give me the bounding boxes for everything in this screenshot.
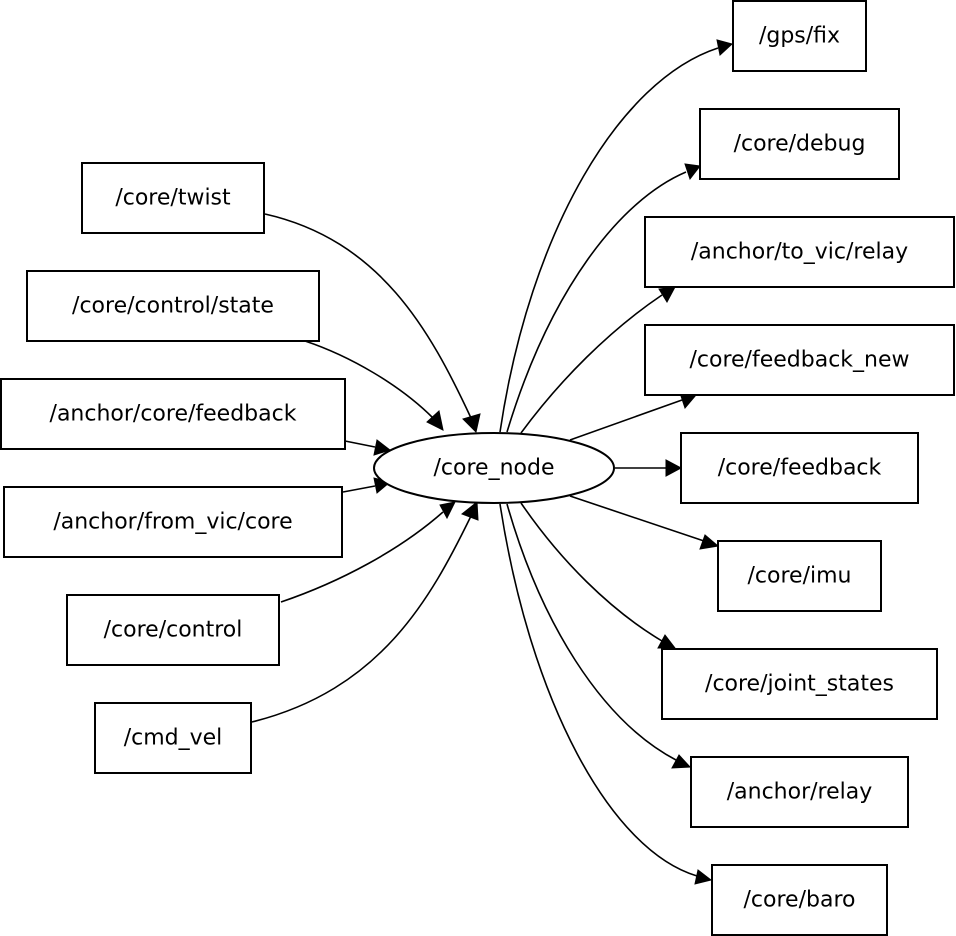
topic-anchor-from-vic-core[interactable]: /anchor/from_vic/core	[3, 486, 343, 558]
topic-core-twist[interactable]: /core/twist	[81, 162, 265, 234]
topic-label: /gps/fix	[759, 24, 840, 49]
topic-label: /core/control	[104, 618, 243, 643]
node-core-node[interactable]: /core_node	[373, 432, 615, 504]
topic-core-imu[interactable]: /core/imu	[717, 540, 882, 612]
topic-label: /core/baro	[744, 888, 856, 913]
topic-core-debug[interactable]: /core/debug	[699, 108, 900, 180]
input-topics: /core/twist /core/control/state /anchor/…	[0, 162, 346, 774]
topic-label: /anchor/to_vic/relay	[691, 240, 908, 265]
topic-gps-fix[interactable]: /gps/fix	[732, 0, 867, 72]
edge-core-node-to-core-feedback-new	[569, 392, 697, 441]
topic-core-control-state[interactable]: /core/control/state	[26, 270, 320, 342]
edge-core-node-to-core-baro	[499, 503, 713, 885]
edges	[251, 39, 734, 885]
node-label: /core_node	[434, 456, 555, 481]
topic-cmd-vel[interactable]: /cmd_vel	[94, 702, 252, 774]
edge-core-control-to-core-node	[280, 501, 456, 603]
topic-label: /core/imu	[748, 564, 852, 589]
edge-core-node-to-core-feedback	[615, 459, 683, 477]
topic-label: /anchor/relay	[727, 780, 873, 805]
topic-core-control[interactable]: /core/control	[66, 594, 280, 666]
edge-core-node-to-gps-fix	[499, 39, 734, 433]
topic-label: /core/debug	[734, 132, 866, 157]
edge-anchor-core-feedback-to-core-node	[344, 439, 392, 456]
topic-label: /core/joint_states	[705, 672, 894, 697]
edge-core-node-to-core-joint-states	[520, 502, 677, 649]
edge-core-node-to-core-debug	[506, 163, 701, 433]
topic-core-baro[interactable]: /core/baro	[711, 864, 888, 936]
topic-anchor-to-vic-relay[interactable]: /anchor/to_vic/relay	[644, 216, 955, 288]
edge-core-node-to-core-imu	[569, 495, 720, 550]
edge-cmd-vel-to-core-node	[251, 501, 479, 723]
edge-core-twist-to-core-node	[264, 213, 481, 433]
edge-core-node-to-anchor-relay	[506, 503, 692, 769]
topic-label: /anchor/from_vic/core	[53, 510, 292, 535]
topic-label: /core/control/state	[72, 294, 274, 319]
topic-label: /core/twist	[115, 186, 231, 211]
topic-anchor-relay[interactable]: /anchor/relay	[690, 756, 909, 828]
topic-core-joint-states[interactable]: /core/joint_states	[661, 648, 938, 720]
topic-core-feedback-new[interactable]: /core/feedback_new	[644, 324, 955, 396]
topic-label: /core/feedback	[718, 456, 882, 481]
topic-label: /core/feedback_new	[689, 348, 909, 373]
topic-label: /cmd_vel	[124, 726, 223, 751]
topic-core-feedback[interactable]: /core/feedback	[680, 432, 919, 504]
topic-label: /anchor/core/feedback	[50, 402, 297, 427]
output-topics: /gps/fix /core/debug /anchor/to_vic/rela…	[644, 0, 955, 936]
topic-anchor-core-feedback[interactable]: /anchor/core/feedback	[0, 378, 346, 450]
edge-core-control-state-to-core-node	[304, 340, 444, 431]
